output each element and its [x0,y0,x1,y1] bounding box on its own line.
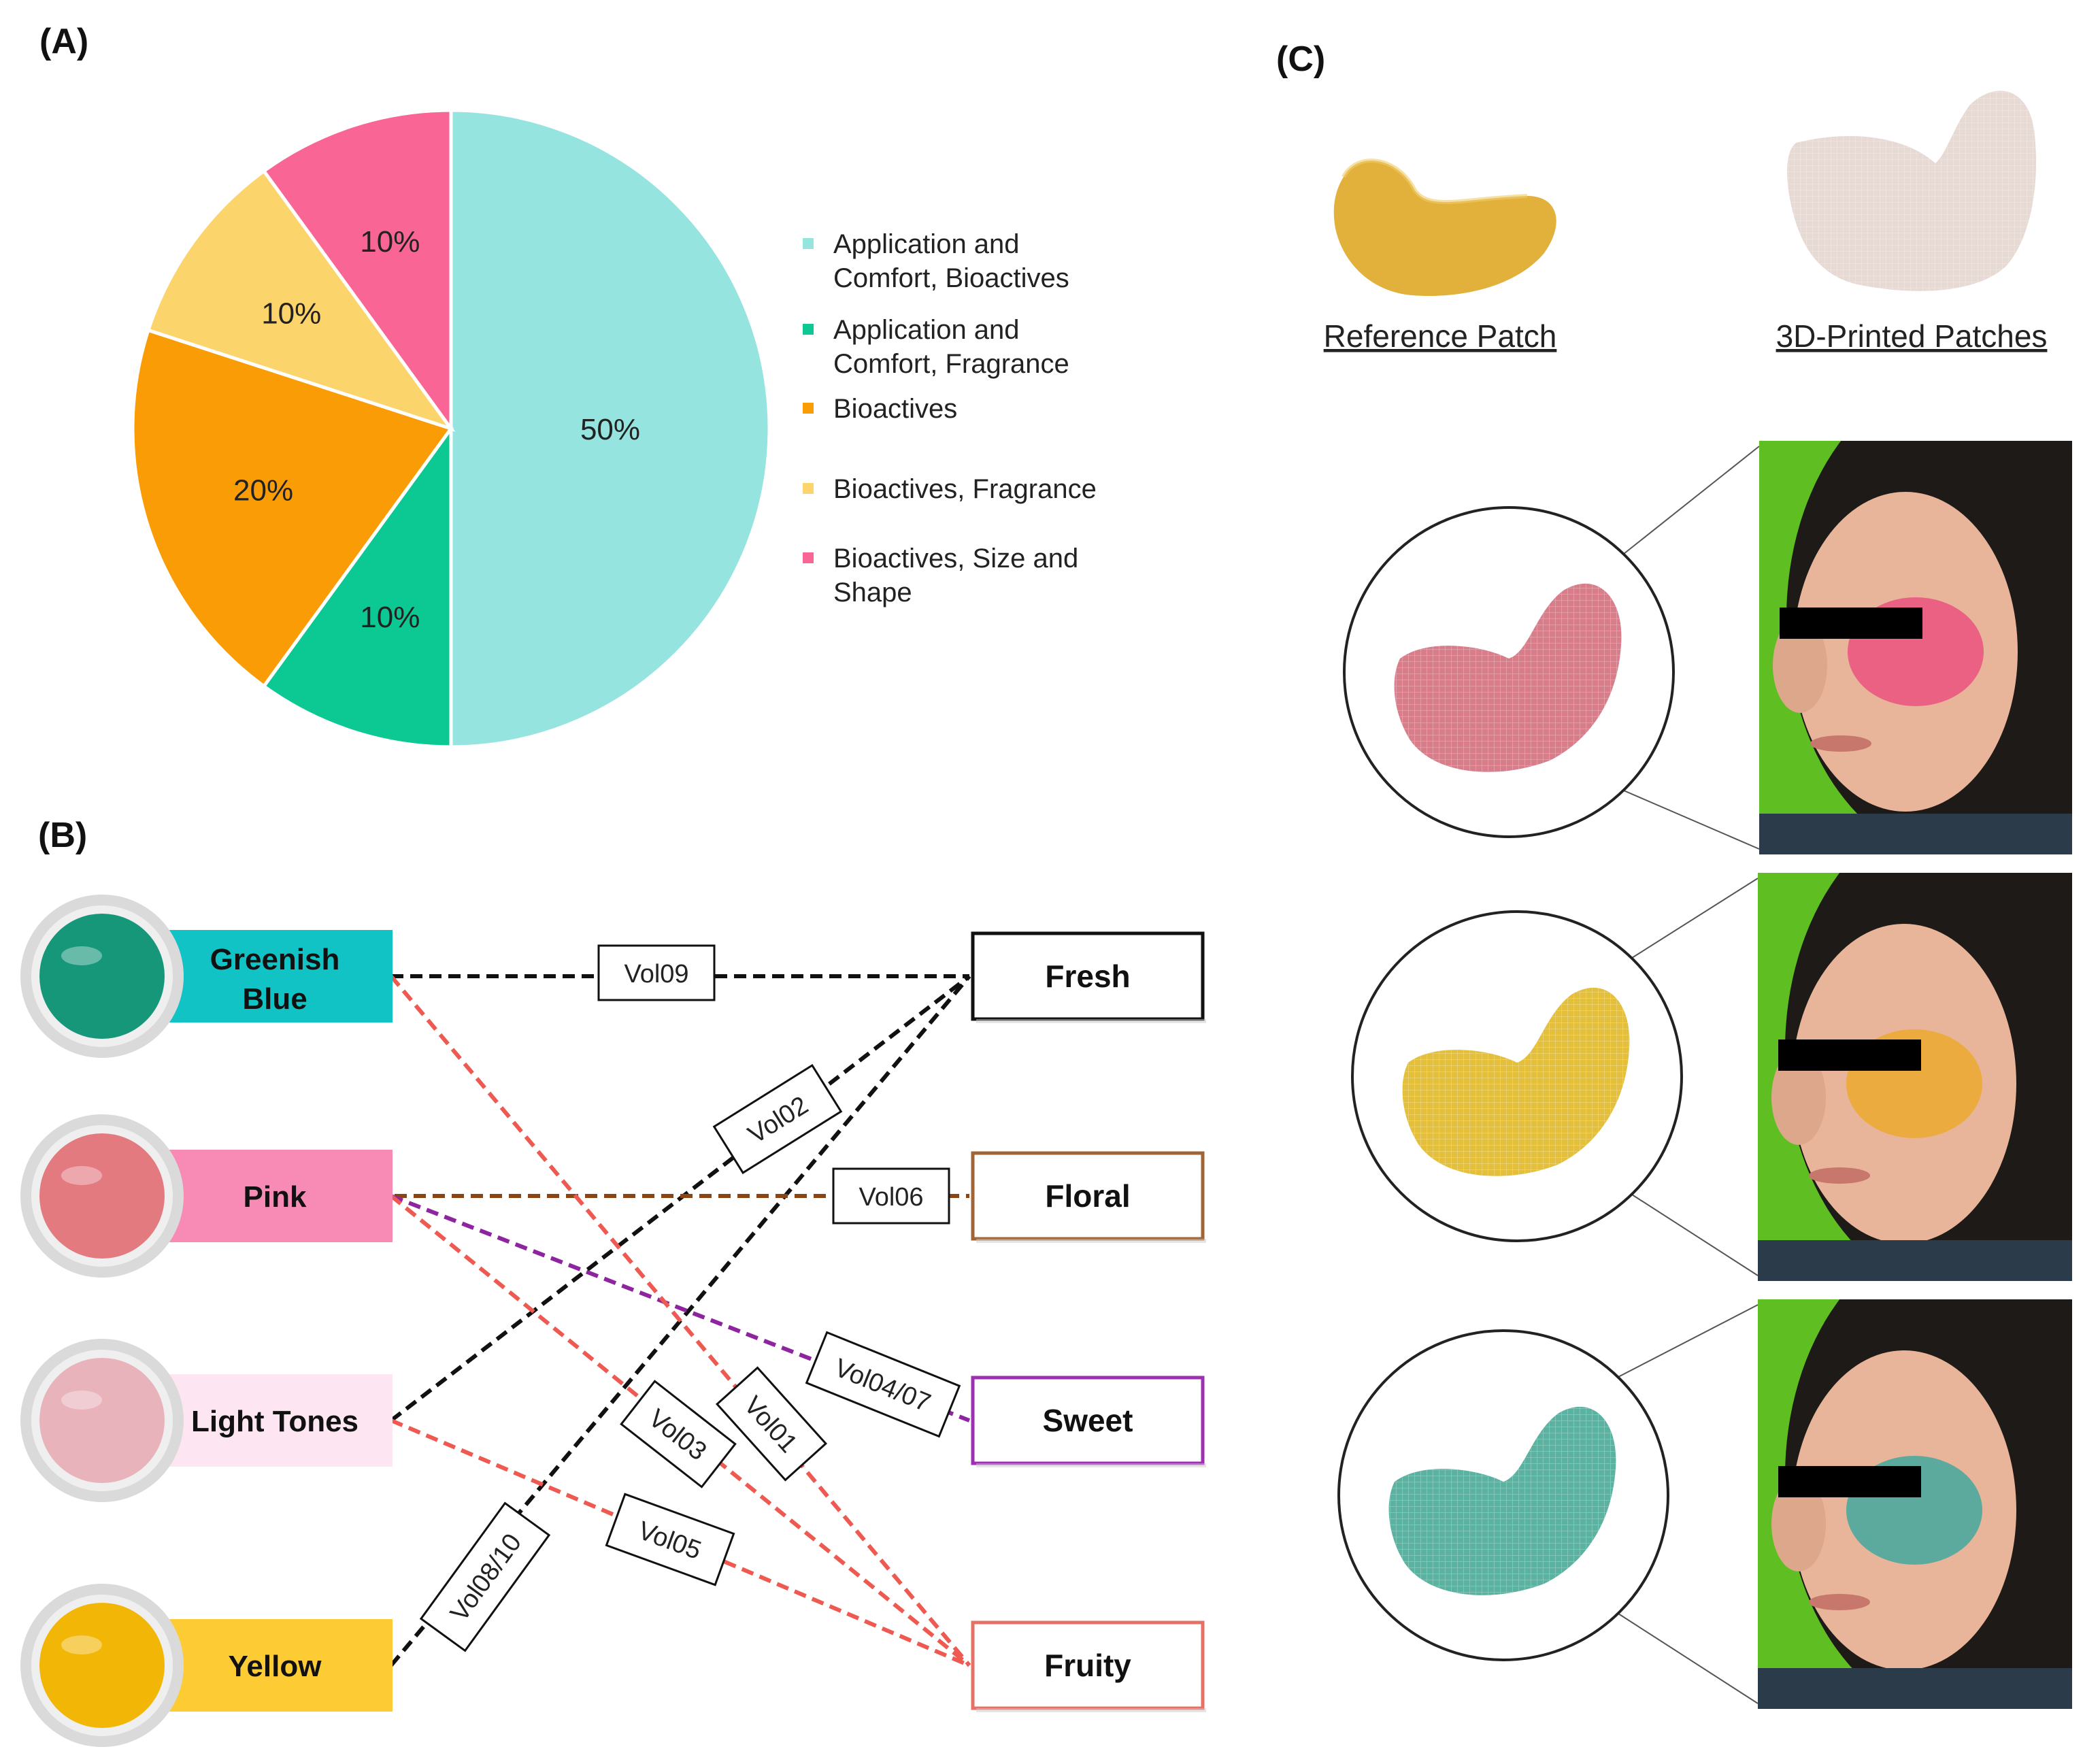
color-scent-diagram: Vol09Vol02Vol08/10Vol06Vol04/07Vol01Vol0… [20,895,1206,1747]
censor-bar [1778,1466,1921,1497]
gel-sample [39,1133,165,1259]
color-label: Blue [242,982,307,1016]
model-photo [1758,1299,2072,1709]
color-label: Greenish [210,943,340,976]
reference-patch-image [1333,159,1556,297]
color-node: Light Tones [20,1339,393,1502]
legend-label: Bioactives, Size and [833,544,1078,573]
legend-label: Application and [833,315,1020,345]
censor-bar [1778,1039,1921,1071]
scent-node: Fresh [971,931,1206,1023]
panel-label-b: (B) [38,816,87,855]
legend-label: Bioactives [833,394,957,424]
printed-patch-image [1786,90,2037,291]
pie-slice-label: 10% [360,225,420,259]
gel-sample [39,1603,165,1728]
legend-swatch [803,238,814,249]
pie-slice-label: 10% [261,297,321,330]
connection-label-text: Vol06 [859,1183,923,1212]
legend-swatch [803,552,814,563]
connection-label: Vol02 [712,1063,843,1175]
pie-slice [146,168,456,432]
scent-label: Fruity [1044,1648,1131,1683]
pie-slice-label: 50% [580,413,640,446]
connection-line [390,974,971,1422]
pie-slice [261,423,453,749]
pie-slice-label: 20% [233,474,293,507]
scent-node: Sweet [971,1376,1206,1467]
color-node: Pink [20,1114,393,1278]
scent-label: Sweet [1043,1403,1133,1438]
connection-label-text: Vol09 [624,960,688,988]
panel-label-c: (C) [1276,39,1325,79]
legend-label: Comfort, Fragrance [833,349,1069,379]
reference-patch-label: Reference Patch [1324,318,1557,354]
scent-node: Fruity [971,1620,1206,1712]
model-photo [1758,873,2072,1281]
color-node: Yellow [20,1584,393,1747]
panel-label-a: (A) [39,22,88,61]
patch-row [1337,1299,2072,1709]
gel-sample [39,914,165,1039]
connection-label: Vol04/07 [805,1331,961,1438]
connection-label: Vol05 [605,1493,735,1586]
connection-line [389,975,971,1667]
color-label: Light Tones [191,1405,359,1438]
legend-swatch [803,483,814,494]
patch-row [1343,441,2072,854]
connection-label: Vol03 [620,1380,737,1488]
pie-slice [261,108,453,434]
scent-node: Floral [971,1151,1206,1243]
color-label: Yellow [229,1650,322,1683]
legend-label: Comfort, Bioactives [833,263,1069,293]
connection-label: Vol08/10 [419,1501,551,1652]
color-label: Pink [244,1180,307,1214]
connection-label: Vol09 [597,944,716,1001]
pie-slice-label: 10% [360,601,420,634]
connection-label: Vol06 [832,1167,950,1225]
scent-label: Floral [1045,1178,1130,1214]
pie-slice [449,108,771,749]
legend-swatch [803,324,814,335]
legend-label: Bioactives, Fragrance [833,474,1097,504]
model-photo [1759,441,2072,854]
patch-row [1351,873,2072,1281]
printed-patches-label: 3D-Printed Patches [1776,318,2048,354]
pie-slice [131,328,454,689]
legend-swatch [803,403,814,414]
censor-bar [1780,608,1922,639]
pie-chart: 50% 10% 20% 10% 10% [131,108,771,749]
legend-label: Shape [833,578,912,608]
gel-sample [39,1358,165,1483]
scent-label: Fresh [1045,959,1130,994]
legend-label: Application and [833,229,1020,259]
